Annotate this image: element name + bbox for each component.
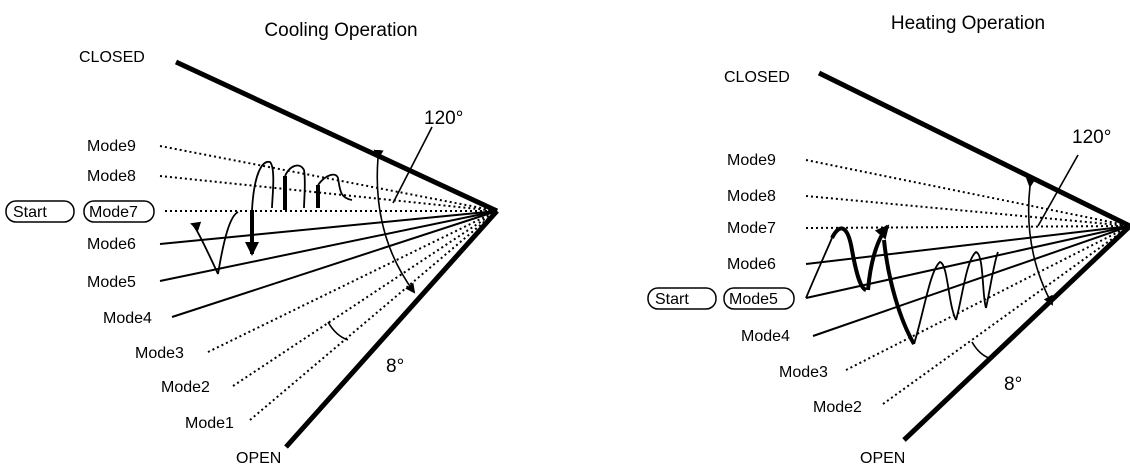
cooling-swing-loop1 — [251, 161, 275, 211]
heating-mode4-label: Mode4 — [741, 328, 790, 345]
cooling-mode1-label: Mode1 — [185, 415, 234, 432]
heating-swing-loop3 — [955, 251, 987, 321]
heating-mode9-label: Mode9 — [727, 152, 776, 169]
cooling-mode9-label: Mode9 — [87, 138, 136, 155]
heating-8-label: 8° — [1004, 374, 1022, 395]
cooling-mode8-label: Mode8 — [87, 168, 136, 185]
heating-start-box — [647, 287, 717, 310]
cooling-swing-rise — [217, 211, 239, 275]
cooling-open-line — [284, 209, 499, 449]
heating-swing-lead — [805, 237, 833, 299]
cooling-120-label: 120° — [424, 108, 463, 129]
heating-swing-tail — [985, 251, 999, 309]
heating-panel: Heating Operation CLOSED OPEN Mode9 Mode… — [647, 13, 1130, 466]
cooling-closed-line — [174, 59, 499, 214]
heating-mode8-line — [805, 195, 1130, 227]
heating-120-leader — [1037, 154, 1079, 227]
heating-mode5-label: Mode5 — [729, 291, 778, 308]
heating-start-label: Start — [655, 291, 689, 308]
cooling-120-leader — [392, 126, 433, 204]
heating-range-arrow — [1025, 177, 1053, 306]
cooling-8-arc — [327, 321, 349, 341]
cooling-mode7-label: Mode7 — [89, 204, 138, 221]
heating-8-arc — [971, 341, 993, 360]
cooling-swing-start-arrow — [190, 221, 219, 275]
heating-mode7-line — [805, 225, 1130, 229]
heating-closed-label: CLOSED — [724, 69, 790, 86]
heating-open-line — [902, 224, 1130, 442]
cooling-start-box — [5, 200, 75, 223]
heating-mode7-label: Mode7 — [727, 220, 776, 237]
cooling-panel: Cooling Operation CLOSED OPEN Mode9 Mode… — [5, 20, 499, 466]
heating-mode9-line — [805, 159, 1130, 227]
cooling-start-label: Start — [13, 204, 47, 221]
cooling-mode5-label: Mode5 — [87, 274, 136, 291]
heating-mode6-line — [805, 225, 1130, 265]
cooling-range-arrow — [373, 149, 416, 294]
heating-120-label: 120° — [1072, 127, 1111, 148]
cooling-open-label: OPEN — [236, 450, 281, 466]
cooling-mode6-label: Mode6 — [87, 236, 136, 253]
heating-swing-loop2 — [913, 261, 957, 345]
cooling-mode3-label: Mode3 — [135, 345, 184, 362]
heating-mode5-box — [723, 287, 795, 310]
cooling-mode3-line — [207, 210, 498, 353]
heating-mode2-line — [882, 225, 1130, 405]
cooling-swing-loop2 — [284, 164, 306, 209]
heating-mode4-line — [812, 225, 1130, 337]
cooling-mode6-line — [159, 210, 498, 245]
heating-swing-rise1 — [866, 224, 890, 291]
heating-mode2-label: Mode2 — [813, 399, 862, 416]
cooling-mode4-line — [171, 210, 498, 318]
cooling-mode9-line — [159, 145, 498, 212]
heating-mode6-label: Mode6 — [727, 256, 776, 273]
heating-open-label: OPEN — [860, 450, 905, 466]
cooling-mode8-line — [159, 175, 498, 212]
cooling-mode2-label: Mode2 — [161, 379, 210, 396]
cooling-closed-label: CLOSED — [79, 49, 145, 66]
cooling-8-label: 8° — [386, 356, 404, 377]
heating-mode3-label: Mode3 — [779, 364, 828, 381]
heating-mode8-label: Mode8 — [727, 188, 776, 205]
heating-title: Heating Operation — [891, 13, 1045, 34]
cooling-title: Cooling Operation — [264, 20, 417, 41]
cooling-mode1-line — [249, 210, 498, 421]
cooling-mode7-box — [83, 200, 155, 223]
heating-closed-line — [817, 70, 1130, 229]
cooling-mode4-label: Mode4 — [103, 310, 152, 327]
heating-swing-loop1 — [830, 226, 868, 292]
heating-swing-down1 — [882, 239, 916, 346]
heating-mode3-line — [845, 225, 1130, 371]
cooling-swing-loop3 — [317, 173, 353, 201]
